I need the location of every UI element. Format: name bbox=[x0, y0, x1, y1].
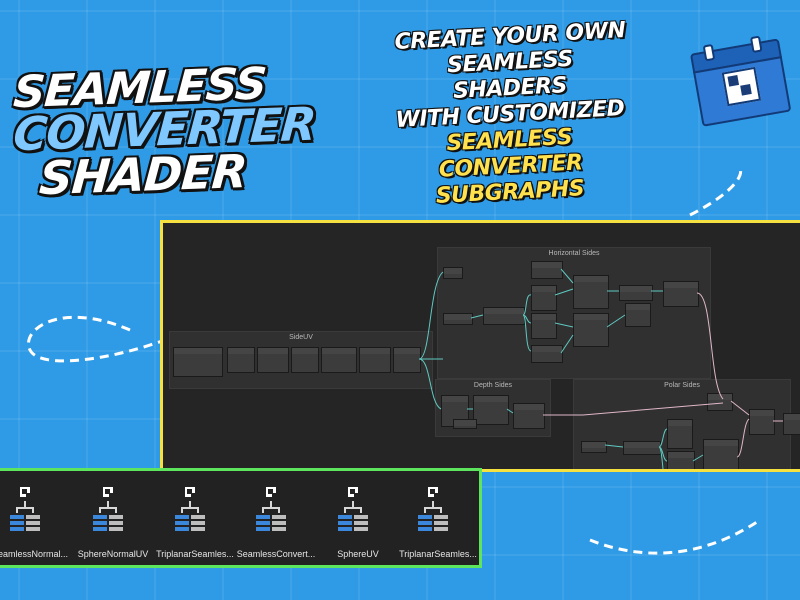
node[interactable] bbox=[227, 347, 255, 373]
node[interactable] bbox=[513, 403, 545, 429]
subgraph-icon bbox=[256, 485, 294, 543]
calendar-logo-icon bbox=[689, 33, 792, 127]
asset-item[interactable]: SeamlessConvert... bbox=[236, 481, 316, 561]
node[interactable] bbox=[173, 347, 223, 377]
node-connections bbox=[418, 268, 783, 469]
asset-label: TriplanarSeamles... bbox=[399, 549, 477, 559]
node[interactable] bbox=[291, 347, 319, 373]
asset-label: SphereNormalUV bbox=[77, 549, 149, 559]
asset-label: TriplanarSeamles... bbox=[156, 549, 234, 559]
asset-item[interactable]: SeamlessNormal... bbox=[0, 481, 70, 561]
node[interactable] bbox=[663, 281, 699, 307]
group-title-polar: Polar Sides bbox=[664, 382, 700, 389]
node[interactable] bbox=[581, 441, 607, 453]
subgraph-icon bbox=[93, 485, 131, 543]
node[interactable] bbox=[625, 303, 651, 327]
asset-item[interactable]: SphereUV bbox=[318, 481, 398, 561]
group-title-sideuv: SideUV bbox=[289, 334, 313, 341]
node[interactable] bbox=[667, 419, 693, 449]
asset-item[interactable]: TriplanarSeamles... bbox=[155, 481, 235, 561]
subgraph-icon bbox=[175, 485, 213, 543]
subgraph-icon bbox=[338, 485, 376, 543]
node[interactable] bbox=[321, 347, 357, 373]
node[interactable] bbox=[783, 413, 800, 435]
node[interactable] bbox=[573, 313, 609, 347]
node[interactable] bbox=[443, 267, 463, 279]
node[interactable] bbox=[257, 347, 289, 373]
asset-label: SeamlessNormal... bbox=[0, 549, 69, 559]
node[interactable] bbox=[393, 347, 421, 373]
subgraph-icon bbox=[418, 485, 456, 543]
group-title-depth: Depth Sides bbox=[473, 382, 513, 389]
asset-item[interactable]: TriplanarSeamles... bbox=[398, 481, 478, 561]
asset-item[interactable]: SphereNormalUV bbox=[73, 481, 153, 561]
asset-label: SeamlessConvert... bbox=[236, 549, 316, 559]
node[interactable] bbox=[573, 275, 609, 309]
node[interactable] bbox=[703, 439, 739, 469]
shader-graph-editor[interactable]: Horizontal Sides SideUV Depth Sides Pola… bbox=[160, 220, 800, 472]
node[interactable] bbox=[531, 313, 557, 339]
node[interactable] bbox=[531, 285, 557, 311]
node[interactable] bbox=[453, 419, 477, 429]
node[interactable] bbox=[443, 313, 473, 325]
node[interactable] bbox=[619, 285, 653, 301]
asset-browser-panel: SeamlessNormal... SphereNormalUV bbox=[0, 468, 482, 568]
node[interactable] bbox=[749, 409, 775, 435]
subgraph-icon bbox=[10, 485, 48, 543]
tagline: CREATE YOUR OWN SEAMLESS SHADERS WITH CU… bbox=[380, 18, 640, 209]
asset-label: SphereUV bbox=[337, 549, 379, 559]
node[interactable] bbox=[531, 345, 563, 363]
group-title-horizontal: Horizontal Sides bbox=[548, 250, 600, 257]
node[interactable] bbox=[359, 347, 391, 373]
